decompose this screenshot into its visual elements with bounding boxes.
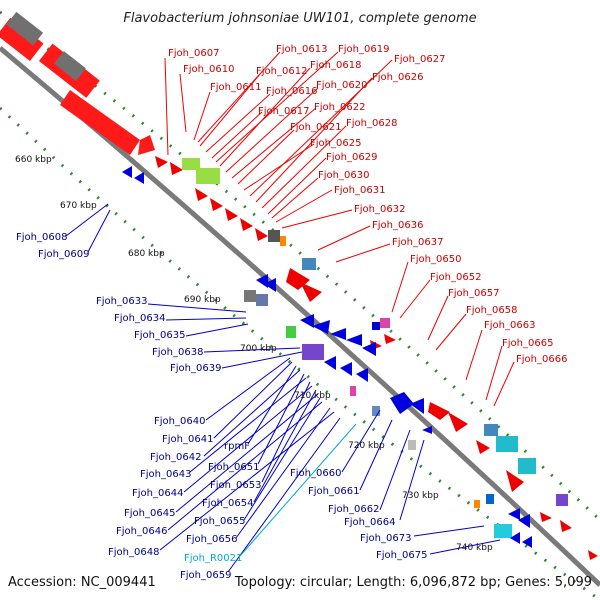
gene-label: Fjoh_0634: [114, 313, 165, 324]
gene-label: Fjoh_0609: [38, 249, 89, 260]
gene-label: Fjoh_0648: [108, 547, 159, 558]
kbp-tick: 680 kbp: [128, 249, 165, 259]
gene-label: Fjoh_0620: [316, 80, 367, 91]
gene-label: Fjoh_0654: [202, 498, 253, 509]
gene-label: Fjoh_0627: [394, 54, 445, 65]
kbp-ticks: 660 kbp 670 kbp 680 kbp 690 kbp 700 kbp …: [15, 155, 493, 553]
gene-label: Fjoh_0617: [258, 106, 309, 117]
gene-label: Fjoh_0644: [132, 488, 183, 499]
gene-label: Fjoh_0650: [410, 254, 461, 265]
gene-label: Fjoh_0664: [344, 517, 395, 528]
forward-gene-arrows: [155, 156, 598, 560]
kbp-tick: 710 kbp: [294, 391, 331, 401]
blue-leader-lines: [65, 203, 501, 573]
gene-label: rpmF: [224, 441, 250, 452]
gene-label: Fjoh_0635: [134, 330, 185, 341]
gene-label: Fjoh_0658: [466, 305, 517, 316]
gene-label: Fjoh_0661: [308, 486, 359, 497]
gene-label: Fjoh_0607: [168, 48, 219, 59]
gene-label: Fjoh_0659: [180, 570, 231, 581]
gene-label: Fjoh_0619: [338, 44, 389, 55]
gene-label: Fjoh_0630: [318, 170, 369, 181]
gene-label: Fjoh_0662: [328, 504, 379, 515]
gene-label: Fjoh_0636: [372, 220, 423, 231]
blue-gene-labels: Fjoh_0608 Fjoh_0609 Fjoh_0633 Fjoh_0634 …: [16, 232, 427, 581]
gene-label: Fjoh_0629: [326, 152, 377, 163]
gene-label: Fjoh_0640: [154, 416, 205, 427]
kbp-tick: 670 kbp: [60, 201, 97, 211]
gene-label: Fjoh_0628: [346, 118, 397, 129]
gene-label: Fjoh_0655: [194, 516, 245, 527]
gene-label: Fjoh_0637: [392, 237, 443, 248]
kbp-tick: 740 kbp: [456, 543, 493, 553]
accession-text: Accession: NC_009441: [8, 575, 156, 590]
gene-label: Fjoh_0638: [152, 347, 203, 358]
gene-label: Fjoh_0645: [124, 508, 175, 519]
kbp-tick: 660 kbp: [15, 155, 52, 165]
feature-blocks: [182, 158, 568, 538]
rna-leader-line: [239, 423, 357, 557]
gene-label: Fjoh_0625: [310, 138, 361, 149]
map-title: Flavobacterium johnsoniae UW101, complet…: [123, 11, 476, 26]
gene-label: Fjoh_0626: [372, 72, 423, 83]
kbp-tick: 730 kbp: [402, 491, 439, 501]
gene-label: Fjoh_0639: [170, 363, 221, 374]
gene-label: Fjoh_0610: [183, 64, 234, 75]
gene-label: Fjoh_0618: [310, 60, 361, 71]
gene-label: Fjoh_0675: [376, 550, 427, 561]
gene-label: Fjoh_0622: [314, 102, 365, 113]
gene-label: Fjoh_0665: [502, 338, 553, 349]
reverse-gene-arrows: [122, 166, 532, 548]
gene-label: Fjoh_0621: [290, 122, 341, 133]
rna-label: Fjoh_R0021: [184, 553, 242, 564]
red-gene-labels: Fjoh_0607 Fjoh_0610 Fjoh_0611 Fjoh_0613 …: [168, 44, 567, 365]
gene-label: Fjoh_0608: [16, 232, 67, 243]
gene-label: Fjoh_0656: [186, 534, 237, 545]
gene-label: Fjoh_0633: [96, 296, 147, 307]
gene-label: Fjoh_0616: [266, 86, 317, 97]
gene-label: Fjoh_0651: [208, 462, 259, 473]
gene-label: Fjoh_0631: [334, 185, 385, 196]
gene-label: Fjoh_0646: [116, 526, 167, 537]
kbp-tick: 700 kbp: [240, 344, 277, 354]
genome-summary-text: Topology: circular; Length: 6,096,872 bp…: [234, 575, 592, 590]
kbp-tick: 720 kbp: [348, 441, 385, 451]
gene-label: Fjoh_0642: [150, 452, 201, 463]
gene-label: Fjoh_0652: [430, 272, 481, 283]
gene-label: Fjoh_0660: [290, 468, 341, 479]
gene-label: Fjoh_0657: [448, 288, 499, 299]
forward-gene-block-top: [0, 11, 155, 155]
gene-label: Fjoh_0663: [484, 320, 535, 331]
gene-label: Fjoh_0632: [354, 204, 405, 215]
gc-track-inner: [0, 106, 600, 600]
gene-label: Fjoh_0653: [210, 480, 261, 491]
gene-label: Fjoh_0611: [210, 82, 261, 93]
gene-label: Fjoh_0641: [162, 434, 213, 445]
red-leader-lines: [164, 51, 515, 407]
gene-label: Fjoh_0673: [360, 533, 411, 544]
gene-label: Fjoh_0613: [276, 44, 327, 55]
kbp-tick: 690 kbp: [184, 295, 221, 305]
gene-label: Fjoh_0612: [256, 66, 307, 77]
gene-label: Fjoh_0643: [140, 469, 191, 480]
gene-label: Fjoh_0666: [516, 354, 567, 365]
